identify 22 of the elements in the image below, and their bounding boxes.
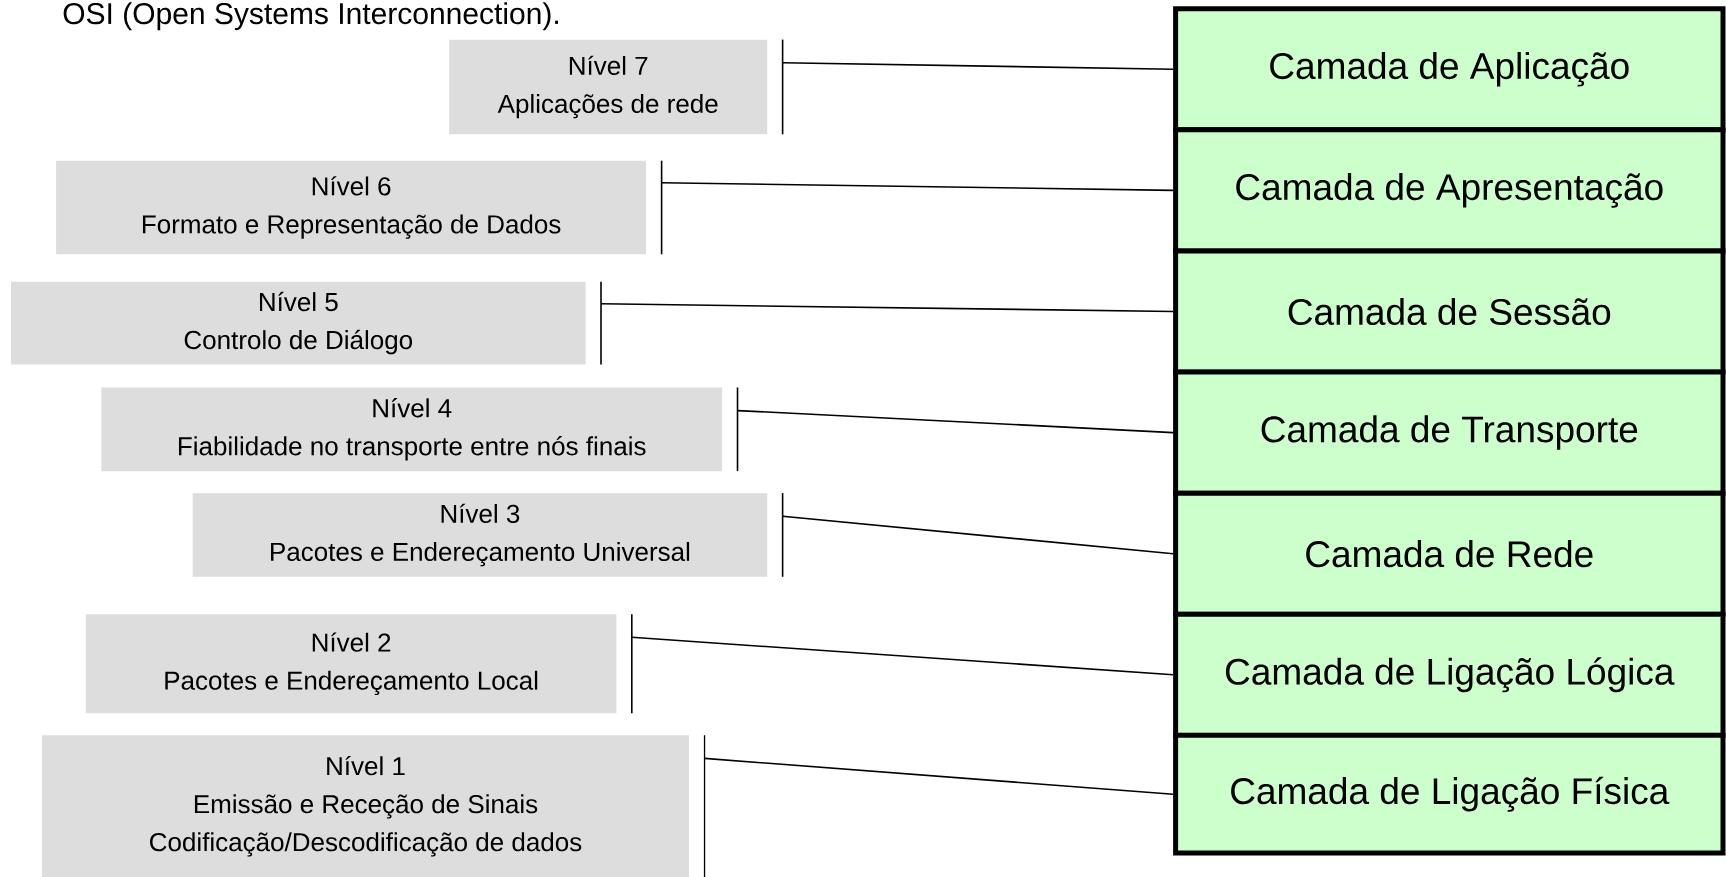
connector-line <box>736 409 1174 434</box>
layer-box: Camada de Aplicação <box>1173 6 1726 133</box>
connector-line <box>631 636 1174 676</box>
level-box: Nível 6 Formato e Representação de Dados <box>56 160 647 255</box>
layer-box: Camada de Apresentação <box>1173 127 1726 254</box>
connector-line <box>600 302 1174 313</box>
level-box: Nível 4 Fiabilidade no transporte entre nós finais <box>101 387 723 472</box>
layer-box: Camada de Sessão <box>1173 248 1726 375</box>
level-box: Nível 1 Emissão e Receção de Sinais Codificação/Descodificação de dados <box>41 735 690 877</box>
title: OSI (Open Systems Interconnection). <box>63 2 558 31</box>
connector-line <box>660 181 1174 192</box>
layer-box: Camada de Rede <box>1173 490 1726 617</box>
layer-box: Camada de Ligação Lógica <box>1173 611 1726 738</box>
level-box: Nível 3 Pacotes e Endereçamento Universal <box>192 493 768 577</box>
level-box: Nível 7 Aplicações de rede <box>449 39 768 135</box>
connector-line <box>781 515 1174 555</box>
level-box: Nível 2 Pacotes e Endereçamento Local <box>85 614 617 714</box>
connector-line <box>703 757 1174 795</box>
level-box: Nível 5 Controlo de Diálogo <box>11 281 586 365</box>
connector-line <box>781 61 1174 71</box>
layer-box: Camada de Transporte <box>1173 369 1726 496</box>
layer-box: Camada de Ligação Física <box>1173 732 1726 856</box>
